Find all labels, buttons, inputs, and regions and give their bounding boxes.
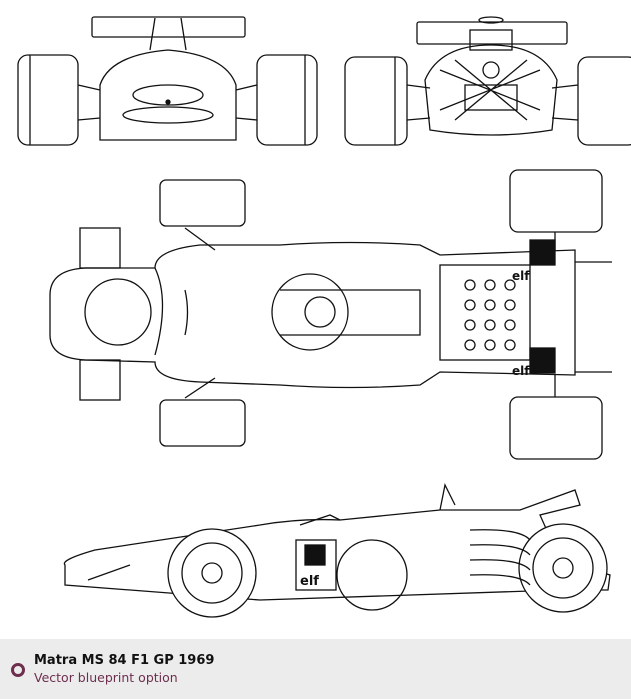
svg-text:elf: elf — [300, 574, 319, 589]
bullet-circle-icon — [11, 663, 25, 677]
svg-text:elf: elf — [512, 269, 530, 283]
svg-text:elf: elf — [512, 364, 530, 378]
blueprint-drawing: elf elf elf — [17, 16, 631, 618]
side-view: elf — [63, 483, 611, 618]
front-view — [17, 16, 318, 146]
top-view: elf elf — [49, 169, 612, 460]
caption-subtitle[interactable]: Vector blueprint option — [34, 670, 178, 685]
rear-view — [344, 16, 631, 146]
caption-bar — [0, 639, 631, 699]
caption-title[interactable]: Matra MS 84 F1 GP 1969 — [34, 653, 215, 668]
